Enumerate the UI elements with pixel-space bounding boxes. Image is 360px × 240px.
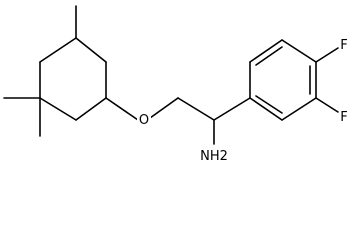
amine-label: NH2	[200, 149, 228, 164]
chemical-structure: O F F NH2	[3, 5, 348, 164]
bond	[39, 97, 77, 121]
bond	[75, 37, 107, 63]
bond	[39, 37, 77, 63]
fluorine-bonds	[315, 47, 339, 113]
fluorine-top-label: F	[340, 38, 347, 53]
ch-to-ring-bond	[213, 97, 251, 121]
ring-to-oxygen-bond	[105, 97, 139, 121]
double-bond-inner	[255, 95, 283, 114]
bond	[249, 97, 283, 121]
bond	[281, 97, 317, 121]
oxygen-to-ch2-bond	[149, 97, 179, 119]
side-chain	[105, 97, 251, 145]
fluorine-top-bond	[315, 47, 339, 63]
bond	[281, 39, 317, 63]
oxygen-label: O	[139, 113, 149, 128]
methyl-groups	[3, 5, 77, 137]
bond	[249, 39, 283, 63]
fluorine-bottom-bond	[315, 97, 339, 113]
atom-labels: O F F NH2	[137, 38, 348, 164]
ch2-to-ch-bond	[177, 97, 215, 121]
benzene-ring	[249, 39, 317, 121]
bond	[75, 97, 107, 121]
cyclohexane-ring	[39, 37, 107, 121]
fluorine-bottom-label: F	[340, 110, 347, 125]
double-bond-inner	[255, 46, 283, 66]
